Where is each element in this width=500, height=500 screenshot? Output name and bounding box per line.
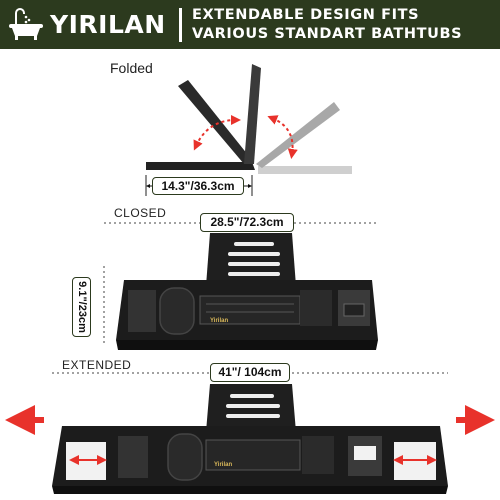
bathtub-icon [9, 8, 43, 40]
brand-name: YIRILAN [50, 10, 166, 39]
closed-width-dimension: 28.5"/72.3cm [200, 213, 294, 232]
closed-height-text: 9.1"/23cm [75, 281, 88, 333]
extended-label: EXTENDED [62, 358, 132, 372]
tagline-line-2: VARIOUS STANDART BATHTUBS [192, 26, 463, 42]
folded-width-dimension: 14.3"/36.3cm [152, 177, 244, 195]
folded-diagram [145, 64, 352, 196]
header-divider [179, 8, 182, 42]
header-banner: YIRILAN EXTENDABLE DESIGN FITS VARIOUS S… [0, 0, 500, 49]
tagline-line-1: EXTENDABLE DESIGN FITS [192, 7, 420, 23]
closed-label: CLOSED [114, 206, 167, 220]
tagline: EXTENDABLE DESIGN FITS VARIOUS STANDART … [192, 6, 462, 44]
folded-label: Folded [110, 60, 153, 76]
product-mark-extended: Yirilan [214, 462, 232, 468]
extended-width-dimension: 41"/ 104cm [210, 363, 290, 382]
closed-diagram: Yirilan [103, 222, 378, 350]
closed-height-dimension: 9.1"/23cm [72, 277, 91, 337]
product-mark: Yirilan [210, 318, 228, 324]
extended-diagram: Yirilan [4, 372, 495, 494]
